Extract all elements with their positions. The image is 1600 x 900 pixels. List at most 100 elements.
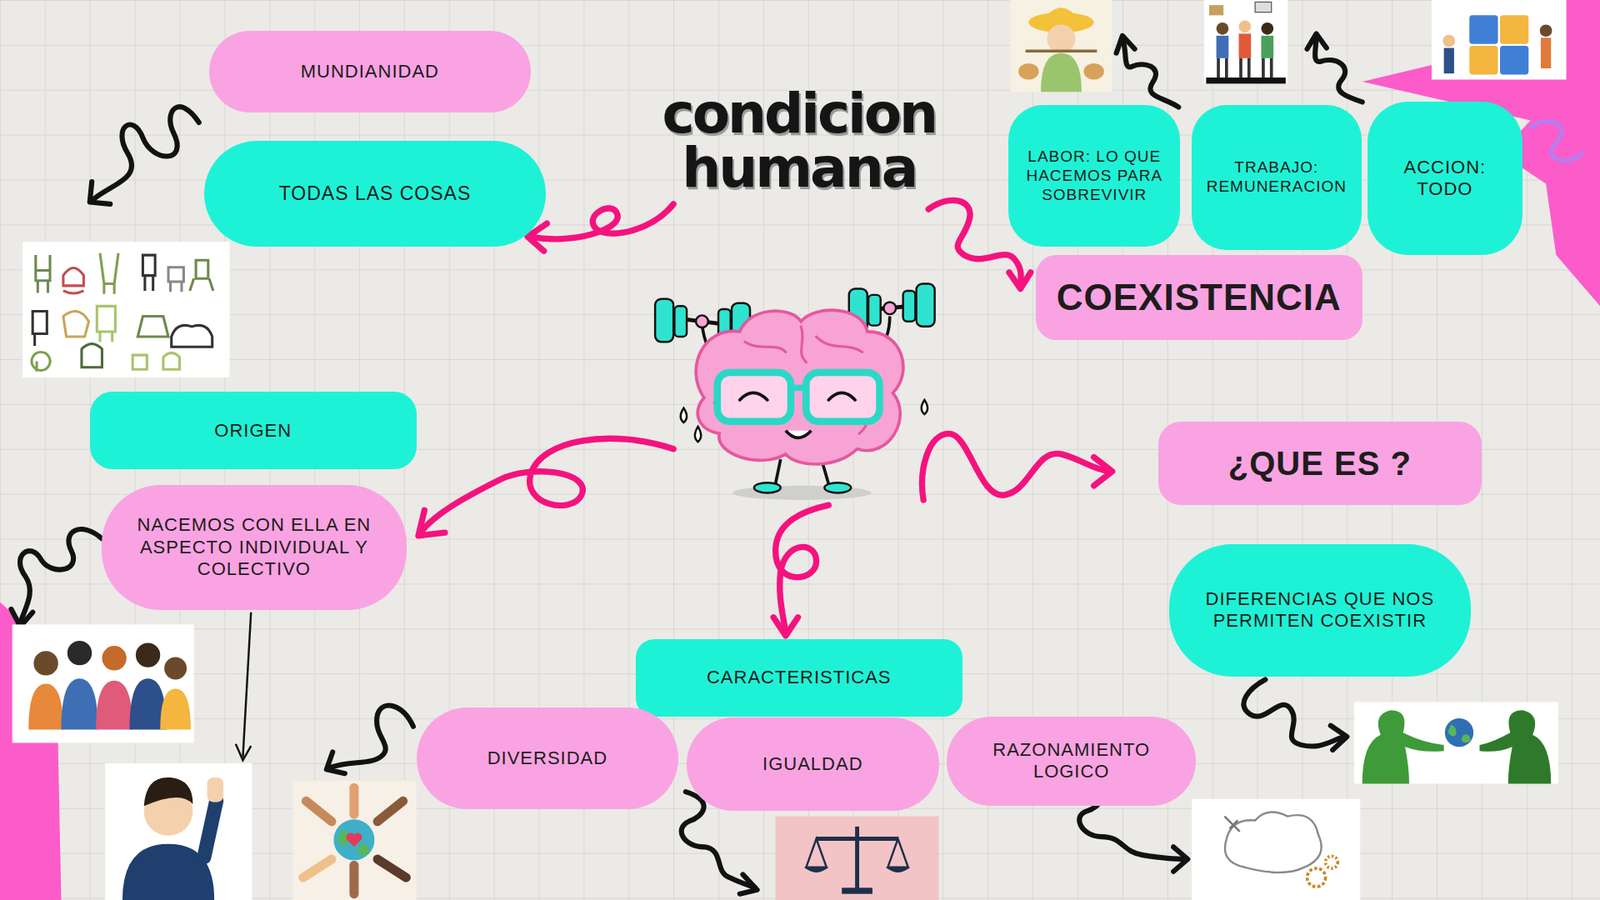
puzzle-picture [1540, 24, 1553, 37]
protest-picture [1260, 22, 1274, 35]
farmer-picture [1040, 53, 1082, 93]
chairs-picture [81, 344, 102, 368]
leader-line [242, 612, 251, 758]
brain-mascot [754, 482, 781, 493]
people-picture [164, 657, 187, 680]
brain-gears-picture [1307, 868, 1326, 887]
pink-arrow [775, 505, 830, 633]
brain-mascot [680, 400, 928, 442]
puzzle-picture [1469, 45, 1498, 75]
pink-burst [1530, 120, 1582, 160]
scales-picture [775, 816, 940, 900]
chairs-picture [31, 351, 50, 371]
squiggle-arrow [330, 705, 414, 768]
green-earth-picture [1362, 710, 1445, 784]
protest-picture [1216, 22, 1230, 35]
squiggle-arrow [90, 181, 110, 205]
hands-globe-picture [349, 865, 359, 894]
node-label: CARACTERISTICAS [706, 666, 892, 689]
brain-mascot [790, 385, 806, 391]
puzzle-picture [1431, 0, 1567, 80]
farmer-picture [1018, 63, 1039, 80]
hands-globe-picture [337, 828, 370, 856]
squiggle-arrow [1243, 680, 1345, 747]
scales-picture [855, 826, 860, 890]
pink-arrow [1094, 457, 1113, 486]
mind-map-node: ORIGEN [90, 391, 417, 470]
people-picture [67, 640, 92, 665]
node-label: DIVERSIDAD [487, 747, 608, 770]
people-picture [60, 678, 98, 730]
brain-mascot [717, 372, 791, 422]
green-earth-picture [1354, 701, 1559, 784]
squiggle-arrow [94, 106, 200, 200]
pink-arrow [418, 200, 1113, 636]
puzzle-picture [1442, 35, 1455, 48]
farmer-picture [1046, 24, 1075, 53]
chairs-picture [32, 310, 47, 346]
chairs-picture [132, 353, 180, 370]
node-label: MUNDIANIDAD [300, 60, 440, 83]
squiggle-arrow [326, 751, 345, 774]
protest-picture [1204, 0, 1288, 84]
people-picture [12, 624, 195, 743]
node-label: ACCION: TODO [1382, 156, 1508, 201]
hands-globe-picture [345, 832, 362, 847]
brain-mascot [674, 305, 687, 337]
chairs-picture [22, 241, 230, 378]
node-label: ¿QUE ES ? [1228, 443, 1412, 484]
hands-globe-picture [292, 780, 416, 900]
brain-mascot [695, 310, 904, 465]
people-picture [101, 645, 126, 670]
brain-mascot [824, 482, 851, 493]
green-earth-picture [1445, 718, 1474, 747]
scales-picture [841, 887, 873, 894]
brain-mascot [805, 372, 880, 422]
mind-map-node: DIVERSIDAD [416, 707, 680, 810]
chairs-picture [100, 253, 119, 295]
protest-picture [1239, 20, 1252, 33]
mind-map-node: ACCION: TODO [1367, 101, 1523, 255]
diagram-title: condicion humana [615, 87, 983, 195]
protest-picture [1204, 0, 1288, 84]
brain-gears-picture [1325, 855, 1339, 869]
pink-arrow [530, 204, 674, 240]
people-picture [160, 689, 191, 730]
squiggle-arrow [1330, 725, 1348, 750]
leader-line [235, 744, 251, 761]
mind-map-node: RAZONAMIENTO LOGICO [946, 716, 1196, 807]
puzzle-picture [1469, 15, 1498, 44]
green-earth-picture [1480, 710, 1552, 784]
hands-globe-picture [377, 859, 406, 878]
brain-mascot [695, 315, 709, 328]
node-label: NACEMOS CON ELLA EN ASPECTO INDIVIDUAL Y… [116, 514, 392, 580]
green-earth-picture [1448, 724, 1471, 743]
person-waving-picture [105, 763, 252, 900]
chairs-picture [190, 260, 214, 291]
squiggle-arrow [1307, 33, 1327, 49]
node-label: IGUALDAD [762, 753, 863, 775]
node-label: TRABAJO: REMUNERACION [1205, 158, 1348, 197]
squiggle-arrow [1173, 846, 1188, 871]
hands-globe-picture [303, 787, 407, 894]
chairs-picture [31, 253, 214, 372]
node-label: RAZONAMIENTO LOGICO [975, 739, 1168, 784]
puzzle-picture [1444, 48, 1455, 75]
protest-picture [1255, 1, 1272, 12]
pink-arrow [922, 433, 1111, 500]
pink-arrow [420, 438, 674, 533]
person-waving-picture [204, 800, 217, 857]
brain-gears-picture [1191, 799, 1360, 900]
protest-picture [1205, 77, 1286, 84]
brain-mascot [868, 295, 881, 326]
mind-map-node: TODAS LAS COSAS [204, 140, 546, 247]
mind-map-node: DIFERENCIAS QUE NOS PERMITEN COEXISTIR [1169, 544, 1472, 677]
brain-mascot [655, 299, 674, 342]
protest-picture [1239, 33, 1252, 58]
protest-picture [1216, 35, 1230, 59]
chairs-picture [35, 255, 50, 293]
